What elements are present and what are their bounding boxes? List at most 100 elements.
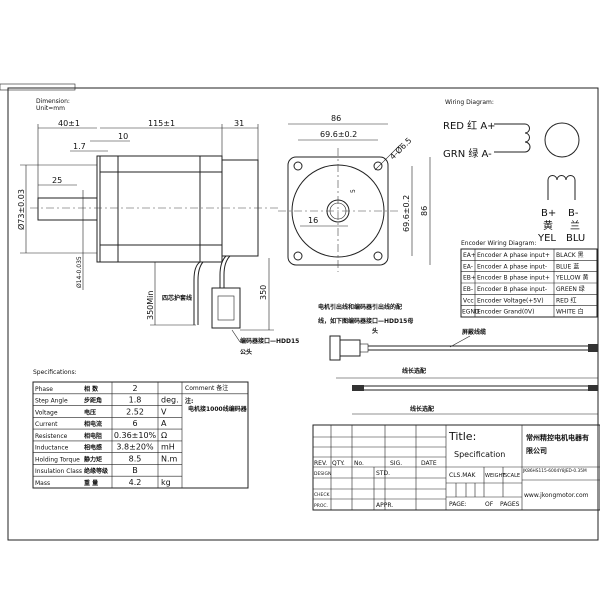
pin: Vcc	[463, 297, 474, 304]
color: YELLOW 黄	[555, 274, 589, 282]
spec-value: 3.8±20%	[116, 443, 154, 452]
spec-value: 6	[132, 419, 137, 428]
length-label-2: 线长选配	[410, 405, 434, 413]
scale-label: SCALE	[504, 473, 520, 479]
spec-title: Specifications:	[33, 369, 77, 376]
wire-b-plus: B+	[541, 208, 556, 219]
dim-holes: 4-Ø6.5	[387, 135, 413, 161]
spec-name: Phase	[35, 386, 53, 393]
spec-table: Specifications: Comment 备注 注: 电机接1000线编码…	[32, 369, 249, 489]
no-label: No.	[354, 460, 364, 467]
dim-40: 40±1	[58, 119, 80, 128]
spec-name-cn: 相电流	[84, 420, 102, 428]
function: Encoder Grand(0V)	[477, 309, 534, 316]
dim-5: 5	[350, 189, 357, 193]
model-number: JK86HS115-6004Y8JED-0.35M	[522, 468, 587, 474]
spec-value: 0.36±10%	[114, 431, 157, 440]
std-label: STD.	[376, 470, 390, 477]
spec-unit: kg	[161, 478, 171, 487]
pin: EA+	[463, 252, 476, 259]
spec-value: B	[132, 466, 138, 475]
spec-name-cn: 相电阻	[84, 432, 102, 440]
wire-b-minus-color: BLU	[566, 233, 585, 244]
comment-header: Comment 备注	[185, 384, 228, 392]
function: Encoder A phase input-	[477, 263, 547, 270]
dim-115: 115±1	[148, 119, 175, 128]
spec-unit: N.m	[161, 454, 178, 463]
of-label: OF	[485, 501, 494, 508]
dim-350min: 350Min	[146, 291, 155, 320]
spec-row: Current 相电流 6 A	[33, 419, 182, 430]
connector-label: 编码器接口—HDD15	[240, 337, 299, 345]
dim-25: 25	[52, 176, 62, 185]
spec-unit: Ω	[161, 431, 167, 440]
spec-unit: deg.	[161, 396, 179, 405]
encoder-table: Encoder Wiring Diagram: EA+Encoder A pha…	[460, 240, 598, 318]
dim-350: 350	[259, 285, 268, 300]
wire-b-minus: B-	[568, 208, 579, 219]
dim-31: 31	[234, 119, 244, 128]
dim-14: Ø14-0.035	[76, 256, 83, 288]
dim-10: 10	[118, 132, 128, 141]
unit-label: Unit=mm	[36, 105, 65, 112]
spec-name: Insulation Class	[35, 468, 82, 475]
function: Encoder Voltage(+5V)	[477, 297, 544, 304]
design-label: DESIGN	[314, 471, 331, 477]
spec-unit: A	[161, 419, 167, 428]
cable-note-1: 电机引出线和编码器引出线的配	[318, 303, 402, 311]
date-label: DATE	[421, 460, 437, 467]
function: Encoder A phase input+	[477, 252, 550, 259]
spec-unit: V	[161, 407, 167, 416]
color: WHITE 白	[556, 308, 584, 316]
encoder-row: EA-Encoder A phase input-BLUE 蓝	[463, 262, 579, 270]
color: BLUE 蓝	[556, 262, 579, 270]
comment-note-2: 电机接1000线编码器	[188, 405, 248, 413]
sig-label: SIG.	[390, 460, 402, 467]
title-value: Specification	[454, 450, 505, 459]
spec-name: Resistence	[35, 433, 68, 440]
company-name-2: 限公司	[526, 446, 547, 455]
dimension-label: Dimension:	[36, 98, 70, 105]
dim-86-top: 86	[331, 114, 341, 123]
spec-value: 1.8	[129, 396, 142, 405]
dim-69-6-side: 69.6±0.2	[402, 195, 411, 232]
pin: EB-	[463, 286, 473, 293]
connector-sub: 公头	[240, 348, 252, 356]
spec-name-cn: 重 量	[84, 479, 98, 487]
cable-head: 头	[372, 327, 378, 335]
spec-name: Current	[35, 421, 58, 428]
spec-name: Voltage	[35, 409, 58, 416]
pages-label: PAGES	[500, 501, 520, 508]
wiring-diagram: Wiring Diagram: RED 红 A+ GRN 绿 A- B+ B- …	[443, 99, 585, 244]
wire-b-minus-cn: 兰	[570, 219, 580, 232]
dim-16: 16	[308, 216, 318, 225]
pin: EB+	[463, 275, 476, 282]
function: Encoder B phase input+	[477, 275, 550, 282]
appr-label: APPR.	[376, 502, 393, 509]
spec-name-cn: 相电感	[84, 444, 102, 452]
spec-name: Inductance	[35, 445, 69, 452]
shield-label: 屏蔽线缆	[461, 328, 486, 336]
spec-value: 8.5	[129, 454, 142, 463]
proc-label: PROC.	[314, 503, 328, 509]
dim-73: Ø73±0.03	[16, 189, 26, 230]
spec-value: 4.2	[129, 478, 142, 487]
cable-drawing: 电机引出线和编码器引出线的配 线，如下图编码器接口—HDD15母 头 屏蔽线缆 …	[318, 303, 598, 415]
side-view: 40±1 115±1 31 10 1.7 25 Ø73±0.03 Ø14-0.0…	[16, 119, 299, 356]
check-label: CHECK	[314, 492, 331, 498]
wire-b-plus-cn: 黄	[543, 219, 553, 232]
company-name-1: 常州精控电机电器有	[526, 433, 589, 442]
qty-label: QTY.	[332, 460, 345, 467]
rev-label: REV.	[314, 460, 327, 467]
spec-name-cn: 电压	[84, 408, 96, 416]
spec-name: Holding Torque	[35, 456, 80, 463]
comment-note-1: 注:	[185, 397, 193, 405]
page-label: PAGE:	[449, 501, 467, 508]
wire-a-plus: RED 红 A+	[443, 119, 496, 132]
title-block: REV. QTY. No. SIG. DATE DESIGN STD. CHEC…	[312, 424, 600, 511]
